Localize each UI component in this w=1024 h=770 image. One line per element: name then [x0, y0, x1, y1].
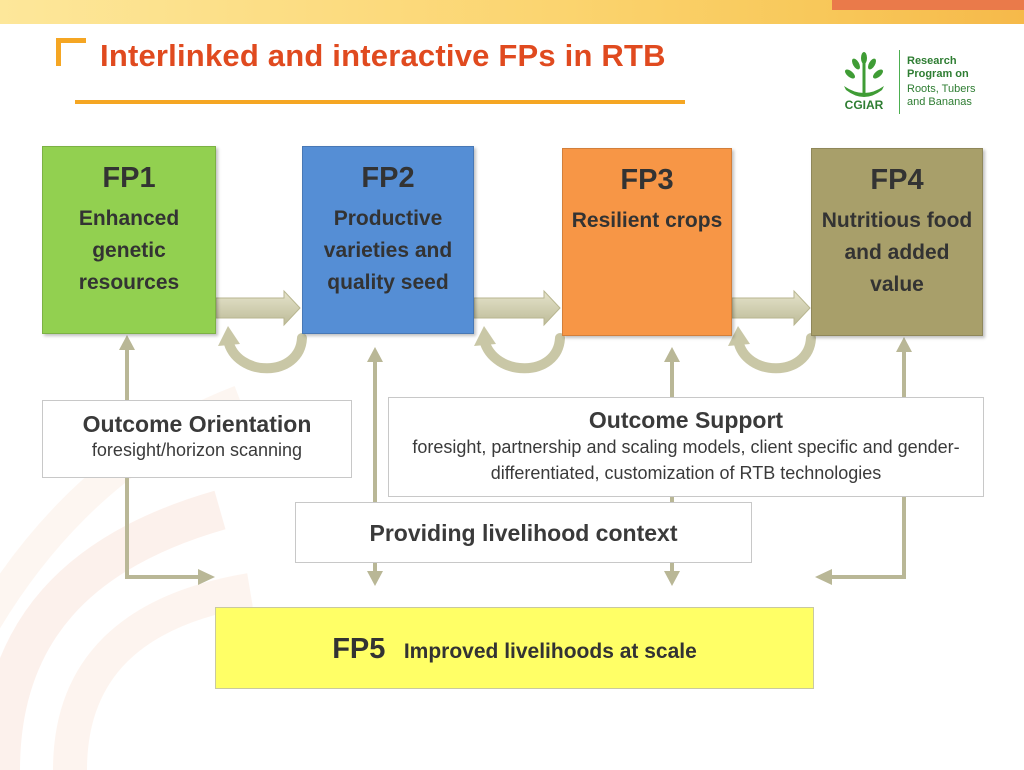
livelihood-context-text: Providing livelihood context: [369, 520, 678, 546]
fp-number: FP3: [620, 164, 674, 196]
fp-name: Nutritious food and added value: [821, 209, 973, 296]
fp-name: Improved livelihoods at scale: [403, 640, 697, 663]
fp-number: FP4: [870, 164, 924, 196]
outcome-orientation-subtitle: foresight/horizon scanning: [91, 440, 303, 460]
rtb-logo: CGIAR Research Program on Roots, Tubers …: [836, 50, 996, 120]
top-band-accent: [832, 0, 1024, 10]
fp4-box: FP4 Nutritious food and added value: [811, 148, 983, 336]
outcome-orientation-title: Outcome Orientation: [82, 411, 312, 437]
title-corner-mark: [56, 38, 86, 66]
fp-number: FP2: [361, 162, 415, 194]
fp-number: FP1: [102, 162, 156, 194]
logo-text-line: Research: [907, 55, 957, 67]
logo-text-line: and Bananas: [907, 96, 972, 108]
return-arrowhead: [218, 326, 750, 346]
fp1-box: FP1 Enhanced genetic resources: [42, 146, 216, 334]
fp3-box: FP3 Resilient crops: [562, 148, 732, 336]
return-arrow: [223, 333, 816, 374]
outcome-orientation-panel: Outcome Orientation foresight/horizon sc…: [42, 400, 352, 478]
fp5-box: FP5 Improved livelihoods at scale: [215, 607, 814, 689]
livelihood-context-panel: Providing livelihood context: [295, 502, 752, 563]
title-underline: [75, 100, 685, 104]
cgiar-wordmark: CGIAR: [844, 98, 884, 112]
logo-divider: [899, 50, 900, 114]
fp-name: Enhanced genetic resources: [78, 207, 180, 294]
connector-arrowheads: [119, 335, 912, 586]
outcome-support-panel: Outcome Support foresight, partnership a…: [388, 397, 984, 497]
logo-text-line: Program on: [907, 68, 969, 80]
slide-title: Interlinked and interactive FPs in RTB: [100, 38, 666, 73]
fp-number: FP5: [332, 633, 386, 665]
logo-text-line: Roots, Tubers: [907, 83, 976, 95]
outcome-support-subtitle: foresight, partnership and scaling model…: [412, 437, 960, 483]
outcome-support-title: Outcome Support: [588, 407, 784, 433]
forward-arrow: [215, 289, 811, 327]
fp-name: Resilient crops: [571, 209, 723, 232]
fp2-box: FP2 Productive varieties and quality see…: [302, 146, 474, 334]
fp-name: Productive varieties and quality seed: [323, 207, 453, 294]
wheat-icon: [844, 52, 884, 97]
